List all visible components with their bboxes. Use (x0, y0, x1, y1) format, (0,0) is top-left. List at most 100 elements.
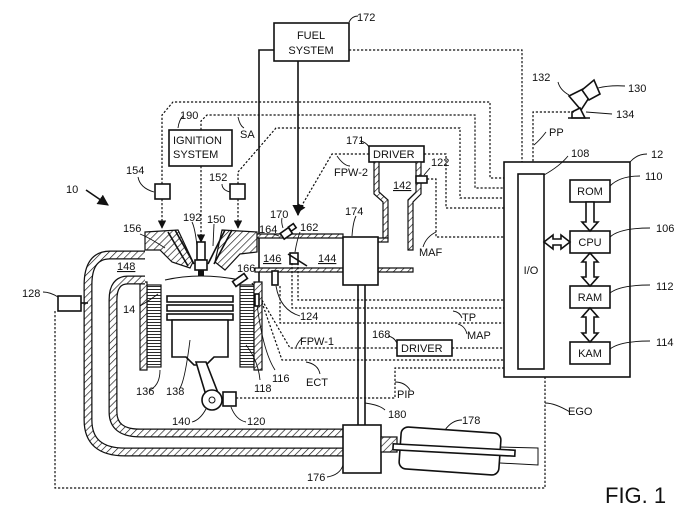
pp-signal-line (528, 111, 574, 173)
signal-fpw1: FPW-1 (300, 336, 334, 348)
ref-172: 172 (357, 12, 375, 24)
ref-142: 142 (393, 180, 411, 192)
ref-136: 136 (136, 386, 154, 398)
fpw2-signal-line (297, 153, 369, 213)
throttle-body-174 (342, 236, 379, 286)
ignition-label-line2: SYSTEM (173, 149, 218, 161)
ref-14: 14 (123, 304, 135, 316)
ref-130: 130 (628, 83, 646, 95)
ref-124: 124 (300, 311, 318, 323)
ref-132: 132 (532, 72, 550, 84)
rom-label: ROM (577, 186, 603, 198)
io-block-108 (517, 173, 545, 370)
ref-116: 116 (272, 373, 290, 385)
spark-plug-192 (194, 241, 208, 276)
ref-156: 156 (123, 223, 141, 235)
ref-178: 178 (462, 415, 480, 427)
ref-146: 146 (263, 253, 281, 265)
ref-118: 118 (254, 383, 272, 395)
signal-tp: TP (462, 312, 476, 324)
catalyst-178 (380, 426, 539, 476)
system-pointer-arrow (85, 189, 109, 206)
maf-sensor-122 (415, 175, 428, 184)
ref-174: 174 (345, 206, 363, 218)
ect-signal-line (257, 290, 513, 365)
ram-label: RAM (578, 292, 602, 304)
intake-cam-actuator-154 (154, 183, 171, 200)
ref-134: 134 (616, 109, 634, 121)
figure-title: FIG. 1 (605, 483, 666, 508)
ref-168: 168 (372, 329, 390, 341)
controller-12: 12 I/O 108 ROM 110 CPU 106 RAM 112 KAM 1… (503, 148, 674, 378)
ref-106: 106 (656, 223, 674, 235)
signal-fpw2: FPW-2 (334, 167, 368, 179)
ref-112: 112 (656, 281, 674, 293)
ref-164: 164 (259, 224, 277, 236)
fuel-system-block: FUEL SYSTEM 172 (273, 12, 375, 62)
driver-168-label: DRIVER (401, 343, 443, 355)
ref-120: 120 (247, 416, 265, 428)
pip-signal-line (236, 363, 513, 399)
tp-signal-line (297, 263, 512, 301)
map-signal-line (279, 286, 512, 324)
ref-150: 150 (207, 214, 225, 226)
ref-144: 144 (318, 253, 336, 265)
signal-maf: MAF (419, 247, 443, 259)
direct-injector-166 (231, 272, 249, 288)
sa-signal-line (200, 114, 512, 189)
ref-166: 166 (237, 263, 255, 275)
crankshaft-140 (201, 389, 223, 411)
ref-140: 140 (172, 416, 190, 428)
piston-138 (166, 295, 234, 366)
ref-170: 170 (270, 209, 288, 221)
crank-sensor-120 (222, 391, 237, 407)
ram-kam-bus (580, 306, 600, 344)
ref-128: 128 (22, 288, 40, 300)
rom-cpu-bus (580, 201, 600, 233)
ignition-system-block: IGNITION SYSTEM 190 (168, 110, 233, 167)
ref-10: 10 (66, 184, 78, 196)
ref-12: 12 (651, 149, 663, 161)
ref-138: 138 (166, 386, 184, 398)
fuel-line-to-port (258, 49, 274, 282)
fuel-system-signal (349, 49, 527, 173)
ref-148: 148 (117, 261, 135, 273)
engine-cylinder-head (144, 229, 258, 271)
ref-152: 152 (209, 172, 227, 184)
ref-176: 176 (307, 472, 325, 484)
ref-162: 162 (300, 222, 318, 234)
throttle-plate-162 (287, 252, 308, 267)
actuator-154-signal (161, 101, 512, 184)
io-label: I/O (524, 265, 539, 277)
signal-ect: ECT (306, 377, 328, 389)
exhaust-manifold (83, 250, 343, 457)
signal-sa: SA (240, 129, 255, 141)
ref-171: 171 (346, 135, 364, 147)
tp-signal-line-2 (291, 263, 513, 313)
driver-171-block: DRIVER 171 (346, 135, 425, 163)
ref-108: 108 (571, 148, 589, 160)
ref-192: 192 (183, 212, 201, 224)
ego-sensor-128 (57, 295, 82, 312)
cpu-ram-bus (580, 251, 600, 288)
ref-122: 122 (431, 157, 449, 169)
io-cpu-bus (542, 233, 572, 251)
driver-168-block: DRIVER 168 (372, 329, 453, 357)
kam-label: KAM (578, 348, 602, 360)
turbine-176 (342, 424, 382, 474)
ref-114: 114 (656, 337, 674, 349)
ref-180: 180 (388, 409, 406, 421)
signal-ego: EGO (568, 406, 593, 418)
ego-sensor-signal (54, 311, 550, 489)
driver-171-input (424, 153, 512, 209)
accelerator-pedal-130 (567, 78, 602, 119)
coolant-temp-sensor-116 (254, 293, 260, 307)
cpu-label: CPU (578, 237, 601, 249)
signal-pp: PP (549, 127, 564, 139)
port-fuel-injector-170 (279, 222, 298, 241)
signal-map: MAP (467, 330, 491, 342)
combustion-chamber (164, 275, 241, 281)
map-sensor-124 (271, 270, 279, 286)
fuel-system-label-line1: FUEL (297, 30, 325, 42)
